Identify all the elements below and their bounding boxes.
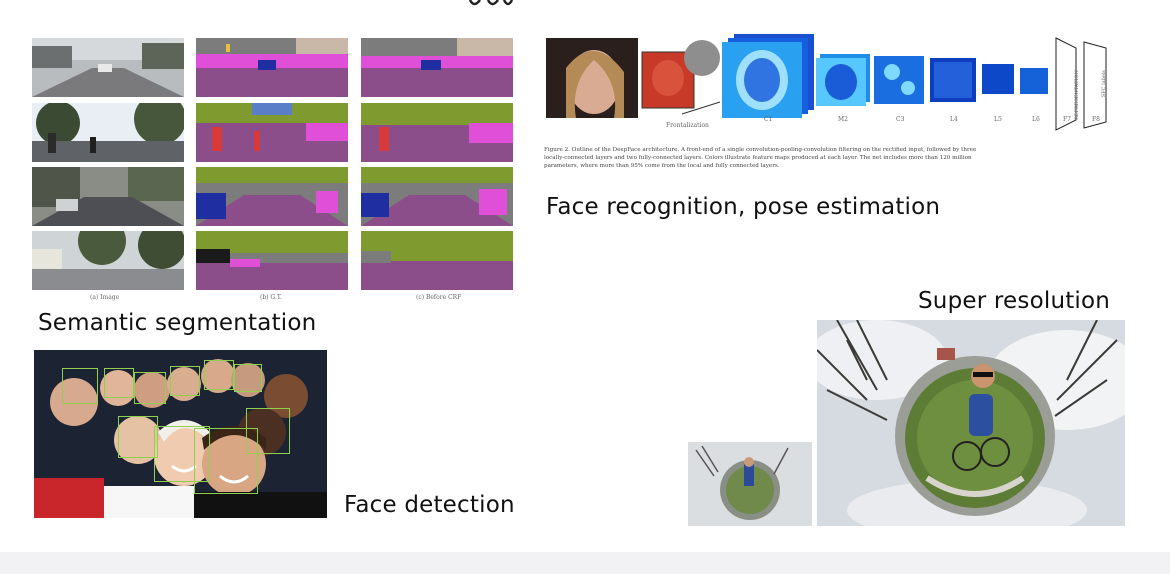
label-c1: C1	[764, 116, 773, 123]
caption-before-crf: (c) Before CRF	[416, 294, 462, 301]
label-l5: L5	[994, 116, 1002, 123]
gt-mask-3	[196, 167, 348, 226]
label-frontalization: Frontalization	[666, 122, 709, 129]
crf-mask-2	[361, 103, 513, 162]
label-l4: L4	[950, 116, 958, 123]
caption-image: (a) Image	[90, 294, 120, 301]
group-selfie-photo	[34, 350, 327, 518]
deepface-figure: Frontalization C1 M2 C3 L4 L5 L6 F7 F8 R…	[544, 32, 1124, 176]
street-photo-4	[32, 231, 184, 290]
label-representation: REPRESENTATION	[1073, 70, 1080, 120]
label-c3: C3	[896, 116, 905, 123]
label-f8: F8	[1092, 116, 1100, 123]
face-box	[246, 408, 290, 454]
caption-gt: (b) G.T.	[260, 294, 282, 301]
crf-mask-1	[361, 38, 513, 97]
bottom-strip	[0, 552, 1170, 574]
gt-mask-2	[196, 103, 348, 162]
cnn-feature-maps-diagram	[544, 32, 1124, 144]
segmentation-grid: (a) Image (b) G.T. (c) Before CRF	[30, 38, 516, 304]
face-box	[204, 360, 234, 390]
face-box	[104, 368, 134, 398]
tiny-planet-lowres	[688, 442, 812, 526]
face-box	[170, 366, 200, 396]
top-cropped-title-fragment	[468, 0, 514, 6]
street-photo-2	[32, 103, 184, 162]
tiny-planet-highres	[817, 320, 1125, 526]
label-super-resolution: Super resolution	[918, 288, 1111, 314]
face-box	[118, 416, 158, 458]
street-photo-3	[32, 167, 184, 226]
label-sfc: SFC labels	[1101, 70, 1108, 98]
face-boxes-layer	[34, 350, 327, 518]
label-l6: L6	[1032, 116, 1040, 123]
face-box	[62, 368, 98, 404]
label-semantic-segmentation: Semantic segmentation	[38, 310, 317, 336]
face-box	[234, 364, 262, 392]
crf-mask-4	[361, 231, 513, 290]
gt-mask-4	[196, 231, 348, 290]
deepface-caption-line-3: parameters, where more than 95% come fro…	[544, 163, 780, 169]
street-photo-1	[32, 38, 184, 97]
label-face-recognition: Face recognition, pose estimation	[546, 194, 941, 220]
label-f7: F7	[1063, 116, 1071, 123]
gt-mask-1	[196, 38, 348, 97]
crf-mask-3	[361, 167, 513, 226]
face-box	[134, 372, 166, 404]
label-face-detection: Face detection	[344, 492, 515, 518]
face-box	[194, 428, 258, 494]
label-m2: M2	[838, 116, 848, 123]
deepface-caption-line-1: Figure 2. Outline of the DeepFace archit…	[544, 147, 977, 153]
deepface-caption-line-2: locally-connected layers and two fully-c…	[544, 155, 972, 161]
face-box	[154, 426, 210, 482]
